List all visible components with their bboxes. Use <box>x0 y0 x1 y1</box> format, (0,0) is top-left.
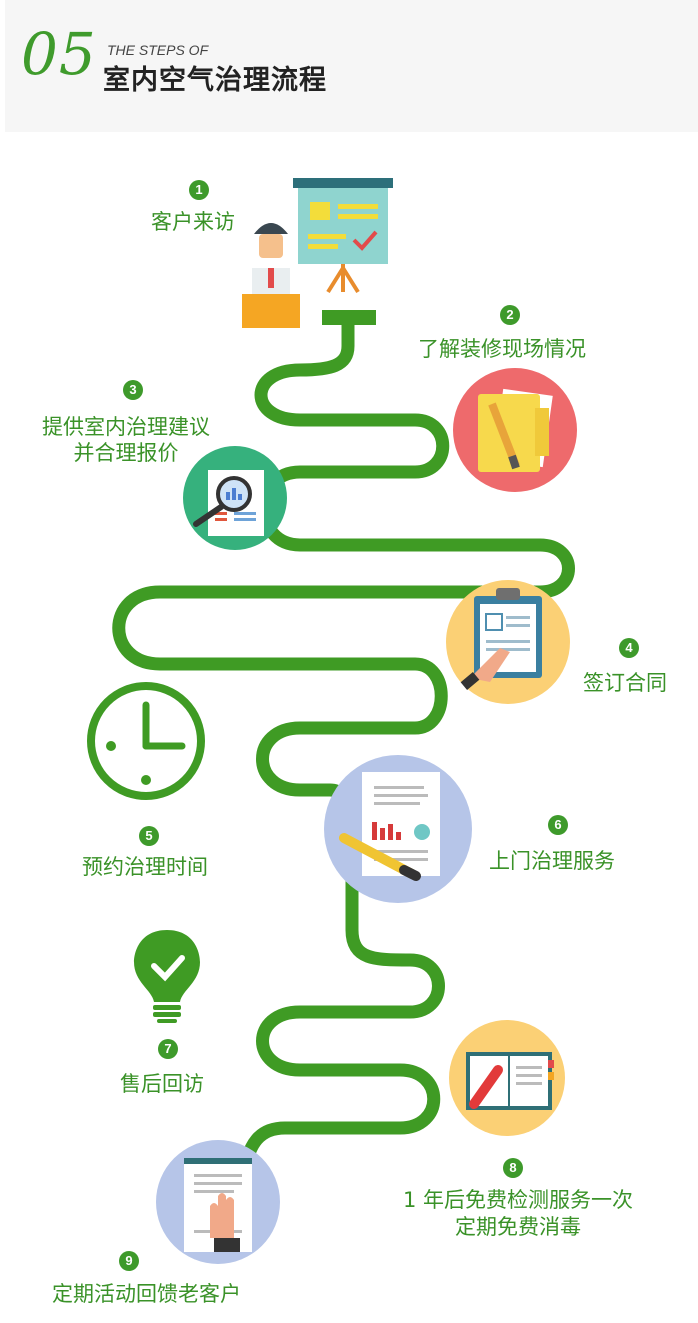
step-8-label-line1: 1 年后免费检测服务一次 <box>402 1188 634 1212</box>
header-number: 05 <box>21 20 97 88</box>
clipboard-hand-icon <box>446 580 570 704</box>
step-6-badge: 6 <box>548 815 568 835</box>
step-4-label: 签订合同 <box>583 671 667 695</box>
hand-document-icon <box>156 1140 280 1264</box>
notebook-marker-icon <box>449 1020 565 1136</box>
step-7-label: 售后回访 <box>120 1072 204 1096</box>
step-7-badge: 7 <box>158 1039 178 1059</box>
step-5-label: 预约治理时间 <box>82 855 208 879</box>
step-5-badge: 5 <box>139 826 159 846</box>
header-chinese-title: 室内空气治理流程 <box>103 65 327 96</box>
folder-pencil-icon <box>453 368 577 492</box>
step-3-badge: 3 <box>123 380 143 400</box>
clock-icon <box>87 682 205 800</box>
document-pen-icon <box>324 755 472 903</box>
winding-path <box>112 311 575 1172</box>
presentation-board-icon <box>293 178 393 294</box>
step-3-label-line2: 并合理报价 <box>73 441 179 465</box>
person-icon <box>242 223 300 328</box>
lightbulb-check-icon <box>134 930 200 1023</box>
step-1-label: 客户来访 <box>151 210 235 234</box>
path-start-bar <box>322 310 376 325</box>
step-8-label-line2: 定期免费消毒 <box>455 1215 581 1239</box>
step-8-badge: 8 <box>503 1158 523 1178</box>
step-9-label: 定期活动回馈老客户 <box>52 1282 241 1306</box>
step-9-badge: 9 <box>119 1251 139 1271</box>
step-2-label: 了解装修现场情况 <box>418 337 586 361</box>
header: 05 THE STEPS OF 室内空气治理流程 <box>5 0 698 132</box>
header-english-title: THE STEPS OF <box>107 42 209 58</box>
step-1-badge: 1 <box>189 180 209 200</box>
step-3-label-line1: 提供室内治理建议 <box>42 415 210 439</box>
step-4-badge: 4 <box>619 638 639 658</box>
step-6-label: 上门治理服务 <box>489 849 615 873</box>
step-2-badge: 2 <box>500 305 520 325</box>
magnifier-report-icon <box>183 446 287 550</box>
